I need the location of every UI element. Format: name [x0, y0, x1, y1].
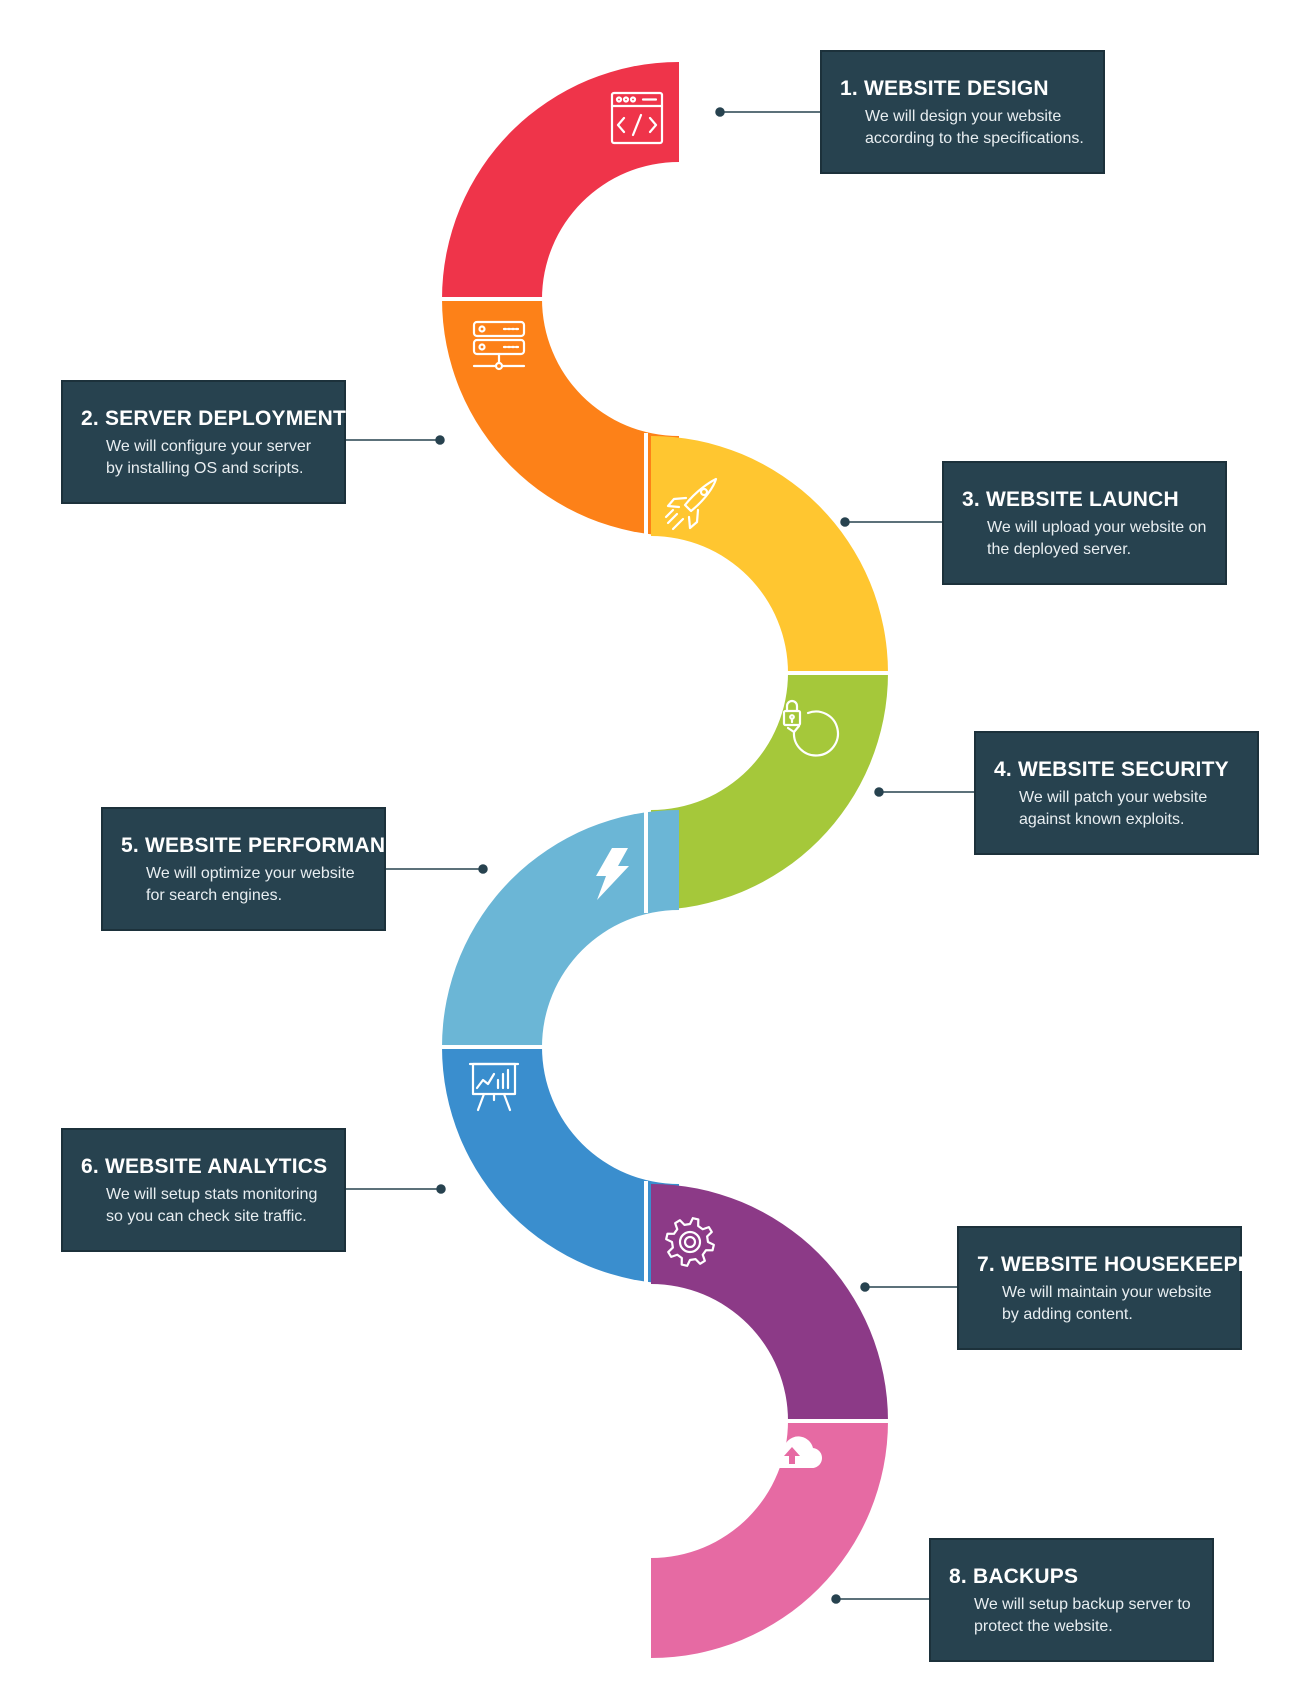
segment-5	[442, 810, 679, 1047]
segment-3	[651, 436, 888, 673]
code-window-icon	[610, 91, 664, 145]
lightning-icon	[596, 848, 629, 900]
segment-dividers	[440, 297, 890, 1423]
step-description: We will configure your server by install…	[106, 436, 326, 480]
step-description-line: according to the specifications.	[865, 130, 1084, 147]
step-description: We will design your website according to…	[865, 106, 1085, 150]
step-description-line: We will setup backup server to	[974, 1596, 1191, 1613]
step-card-7: 7. WEBSITE HOUSEKEEPING We will maintain…	[957, 1226, 1276, 1350]
segment-1	[442, 62, 679, 299]
step-card-3: 3. WEBSITE LAUNCH We will upload your we…	[942, 461, 1227, 585]
connector-dot-3	[840, 517, 850, 527]
step-title: 1. WEBSITE DESIGN	[840, 77, 1049, 100]
step-description-line: for search engines.	[146, 887, 283, 904]
step-description-line: We will design your website	[865, 108, 1062, 125]
presentation-chart-icon	[468, 1062, 520, 1112]
connector-dot-2	[435, 435, 445, 445]
step-card-8: 8. BACKUPS We will setup backup server t…	[929, 1538, 1214, 1662]
serpentine-path	[440, 62, 890, 1658]
step-title: 6. WEBSITE ANALYTICS	[81, 1155, 328, 1178]
step-description-line: We will upload your website on	[987, 519, 1207, 536]
step-card-4: 4. WEBSITE SECURITY We will patch your w…	[974, 731, 1259, 855]
step-description-line: We will maintain your website	[1002, 1284, 1212, 1301]
connector-dot-5	[478, 864, 488, 874]
step-description-line: We will patch your website	[1019, 789, 1208, 806]
step-card-2: 2. SERVER DEPLOYMENT We will configure y…	[61, 380, 346, 504]
step-description-line: against known exploits.	[1019, 811, 1185, 828]
step-title: 5. WEBSITE PERFORMANCE	[121, 834, 415, 857]
server-icon	[472, 320, 526, 371]
connectors	[346, 107, 974, 1604]
step-title: 4. WEBSITE SECURITY	[994, 758, 1229, 781]
cloud-upload-icon	[764, 1436, 823, 1469]
step-description-line: We will configure your server	[106, 438, 312, 455]
connector-dot-1	[715, 107, 725, 117]
rocket-icon	[664, 477, 718, 531]
step-title: 7. WEBSITE HOUSEKEEPING	[977, 1253, 1276, 1276]
connector-dot-6	[436, 1184, 446, 1194]
step-description: We will setup stats monitoring so you ca…	[106, 1184, 326, 1228]
segment-2	[442, 299, 679, 536]
step-description: We will patch your website against known…	[1019, 787, 1239, 831]
step-title: 8. BACKUPS	[949, 1565, 1079, 1588]
step-card-1: 1. WEBSITE DESIGN We will design your we…	[820, 50, 1105, 174]
connector-dot-8	[831, 1594, 841, 1604]
step-description: We will upload your website on the deplo…	[987, 517, 1207, 561]
step-description: We will setup backup server to protect t…	[974, 1594, 1194, 1638]
step-title: 3. WEBSITE LAUNCH	[962, 488, 1179, 511]
segment-4	[651, 673, 888, 910]
step-card-5: 5. WEBSITE PERFORMANCE We will optimize …	[101, 807, 415, 931]
step-description: We will maintain your website by adding …	[1002, 1282, 1222, 1326]
step-description-line: We will optimize your website	[146, 865, 355, 882]
step-description-line: We will setup stats monitoring	[106, 1186, 318, 1203]
lock-refresh-icon	[782, 699, 840, 757]
step-card-6: 6. WEBSITE ANALYTICS We will setup stats…	[61, 1128, 346, 1252]
step-description-line: the deployed server.	[987, 541, 1132, 558]
step-title: 2. SERVER DEPLOYMENT	[81, 407, 347, 430]
connector-dot-4	[874, 787, 884, 797]
segment-6	[442, 1047, 679, 1284]
step-description-line: by adding content.	[1002, 1306, 1133, 1323]
step-description-line: so you can check site traffic.	[106, 1208, 307, 1225]
connector-dot-7	[860, 1282, 870, 1292]
step-description-line: by installing OS and scripts.	[106, 460, 304, 477]
segment-8	[651, 1421, 888, 1658]
step-description-line: protect the website.	[974, 1618, 1113, 1635]
gear-icon	[665, 1217, 715, 1267]
segment-7	[651, 1184, 888, 1421]
step-description: We will optimize your website for search…	[146, 863, 366, 907]
